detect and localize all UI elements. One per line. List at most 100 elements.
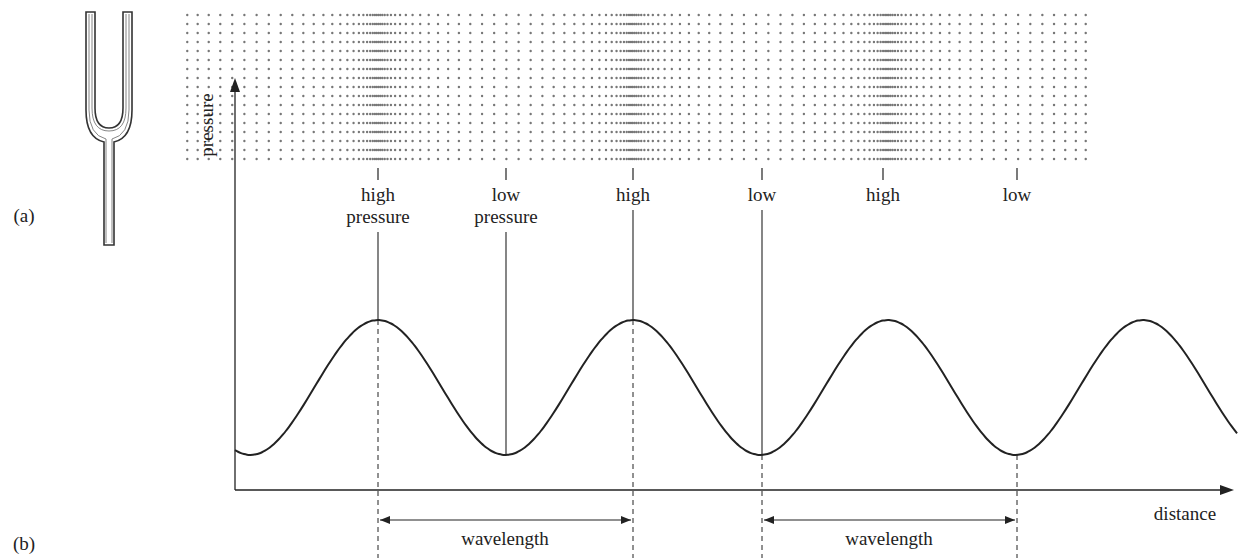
air-particle (894, 50, 896, 52)
air-particle (399, 158, 401, 160)
air-particle (857, 113, 859, 115)
air-particle (640, 41, 642, 43)
air-particle (394, 122, 396, 124)
air-particle (399, 131, 401, 133)
air-particle (208, 158, 210, 160)
air-particle (362, 68, 364, 70)
air-particle (1029, 104, 1031, 106)
air-particle (255, 140, 257, 142)
air-particle (647, 50, 649, 52)
air-particle (268, 149, 270, 151)
air-particle (889, 14, 891, 16)
air-particle (958, 23, 960, 25)
air-particle (857, 59, 859, 61)
air-particle (302, 23, 304, 25)
air-particle (663, 32, 665, 34)
air-particle (339, 149, 341, 151)
air-particle (493, 149, 495, 151)
air-particle (517, 77, 519, 79)
air-particle (529, 32, 531, 34)
air-particle (930, 122, 932, 124)
air-particle (879, 149, 881, 151)
tuning-fork (86, 12, 132, 245)
air-particle (358, 86, 360, 88)
air-particle (824, 50, 826, 52)
air-particle (905, 50, 907, 52)
air-particle (643, 131, 645, 133)
air-particle (1017, 113, 1019, 115)
air-particle (863, 104, 865, 106)
air-particle (399, 23, 401, 25)
air-particle (894, 68, 896, 70)
air-particle (647, 77, 649, 79)
air-particle (358, 95, 360, 97)
air-particle (897, 86, 899, 88)
air-particle (708, 140, 710, 142)
air-particle (679, 14, 681, 16)
air-particle (469, 158, 471, 160)
air-particle (358, 68, 360, 70)
air-particle (458, 95, 460, 97)
air-particle (383, 14, 385, 16)
air-particle (591, 77, 593, 79)
air-particle (894, 131, 896, 133)
air-particle (447, 41, 449, 43)
air-particle (626, 41, 628, 43)
air-particle (688, 86, 690, 88)
air-particle (873, 104, 875, 106)
air-particle (481, 158, 483, 160)
air-particle (573, 32, 575, 34)
air-particle (469, 23, 471, 25)
air-particle (573, 149, 575, 151)
air-particle (834, 23, 836, 25)
air-particle (427, 149, 429, 151)
air-particle (437, 50, 439, 52)
air-particle (891, 131, 893, 133)
air-particle (582, 86, 584, 88)
air-particle (419, 59, 421, 61)
air-particle (916, 113, 918, 115)
air-particle (879, 23, 881, 25)
air-particle (268, 122, 270, 124)
air-particle (900, 23, 902, 25)
air-particle (186, 140, 188, 142)
air-particle (598, 122, 600, 124)
air-particle (643, 77, 645, 79)
air-particle (419, 140, 421, 142)
air-particle (517, 113, 519, 115)
air-particle (894, 113, 896, 115)
air-particle (626, 32, 628, 34)
air-particle (910, 32, 912, 34)
air-particle (517, 140, 519, 142)
air-particle (469, 32, 471, 34)
air-particle (381, 32, 383, 34)
air-particle (346, 95, 348, 97)
air-particle (268, 23, 270, 25)
air-particle (873, 131, 875, 133)
air-particle (563, 140, 565, 142)
air-particle (605, 149, 607, 151)
air-particle (889, 59, 891, 61)
air-particle (219, 158, 221, 160)
air-particle (517, 95, 519, 97)
air-particle (876, 140, 878, 142)
air-particle (834, 131, 836, 133)
air-particle (1064, 41, 1066, 43)
air-particle (383, 86, 385, 88)
air-particle (814, 140, 816, 142)
air-particle (611, 68, 613, 70)
air-particle (394, 41, 396, 43)
air-particle (381, 41, 383, 43)
air-particle (791, 32, 793, 34)
air-particle (243, 86, 245, 88)
air-particle (208, 23, 210, 25)
air-particle (615, 86, 617, 88)
air-particle (894, 140, 896, 142)
air-particle (447, 77, 449, 79)
air-particle (1041, 41, 1043, 43)
air-particle (437, 77, 439, 79)
air-particle (619, 131, 621, 133)
air-particle (268, 32, 270, 34)
air-particle (814, 23, 816, 25)
air-particle (615, 50, 617, 52)
